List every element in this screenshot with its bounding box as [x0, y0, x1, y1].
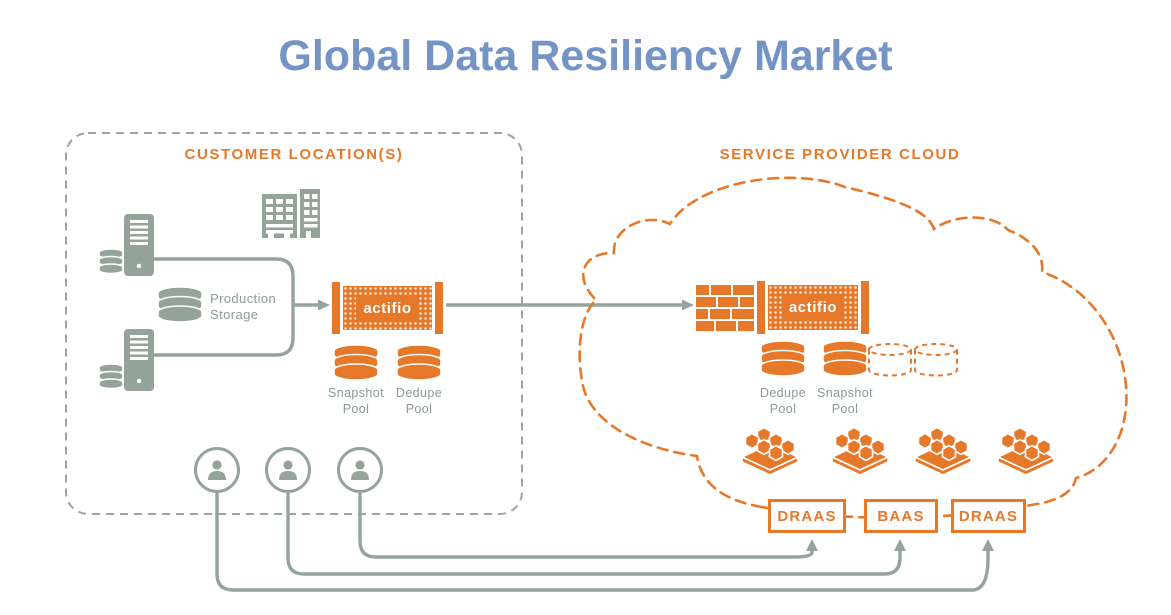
server-merge-bracket	[154, 257, 295, 357]
production-storage-label-line1: Production	[210, 291, 277, 306]
appliance-body: actifio	[768, 285, 858, 330]
pool-label-line1: Snapshot	[327, 386, 385, 400]
service-provider-heading: SERVICE PROVIDER CLOUD	[719, 146, 961, 163]
pool-label-line1: Dedupe	[759, 386, 807, 400]
resource-pool-icon	[997, 426, 1055, 476]
firewall-icon	[696, 285, 754, 331]
user-icon	[337, 447, 383, 493]
appliance-endbar	[861, 281, 869, 334]
dedupe-pool-label: Dedupe Pool	[383, 386, 455, 417]
dashed-expansion-cylinder-icon	[914, 343, 958, 377]
dashed-expansion-cylinder-icon	[868, 343, 912, 377]
actifio-logo: actifio	[781, 296, 845, 319]
pool-label-line2: Pool	[769, 401, 797, 416]
page-title: Global Data Resiliency Market	[278, 32, 893, 80]
draas-service-box: DRAAS	[768, 499, 846, 533]
pool-label-line2: Pool	[405, 401, 433, 416]
actifio-logo: actifio	[356, 296, 419, 320]
draas-service-box: DRAAS	[951, 499, 1026, 533]
storage-to-appliance-arrowhead	[318, 299, 330, 311]
server-icon	[98, 329, 154, 391]
snapshot-pool-icon	[333, 344, 379, 381]
production-storage-label-line2: Storage	[210, 307, 259, 322]
snapshot-pool-icon	[822, 340, 868, 377]
customer-location-dashed-border	[65, 132, 523, 515]
production-storage-icon	[157, 286, 203, 323]
pool-label-line1: Dedupe	[395, 386, 443, 400]
appliance-endbar	[435, 282, 443, 334]
snapshot-pool-label: Snapshot Pool	[320, 386, 392, 417]
snapshot-pool-label: Snapshot Pool	[809, 386, 881, 417]
user-icon	[265, 447, 311, 493]
dedupe-pool-label: Dedupe Pool	[747, 386, 819, 417]
actifio-appliance: actifio	[757, 281, 869, 334]
user2-arrowhead	[894, 539, 906, 551]
customer-location-heading: CUSTOMER LOCATION(S)	[184, 146, 404, 163]
dedupe-pool-icon	[396, 344, 442, 381]
dedupe-pool-icon	[760, 340, 806, 377]
server-icon	[98, 214, 154, 276]
building-icon	[262, 189, 320, 238]
pool-label-line1: Snapshot	[816, 386, 874, 400]
user3-to-draas1-line	[358, 493, 814, 559]
pool-label-line2: Pool	[831, 401, 859, 416]
user2-to-baas-line	[286, 493, 902, 576]
resource-pool-icon	[914, 426, 972, 476]
user1-arrowhead	[982, 539, 994, 551]
appliance-to-cloud-arrowhead	[682, 299, 694, 311]
user3-arrowhead	[806, 539, 818, 551]
user-icon	[194, 447, 240, 493]
appliance-body: actifio	[343, 286, 432, 330]
appliance-endbar	[332, 282, 340, 334]
service-provider-cloud-outline	[578, 176, 1128, 520]
appliance-endbar	[757, 281, 765, 334]
user1-to-draas2-line	[215, 493, 990, 592]
production-storage-label: Production Storage	[210, 291, 276, 323]
resource-pool-icon	[831, 426, 889, 476]
baas-service-box: BAAS	[864, 499, 938, 533]
actifio-appliance: actifio	[332, 282, 443, 334]
pool-label-line2: Pool	[342, 401, 370, 416]
resource-pool-icon	[741, 426, 799, 476]
